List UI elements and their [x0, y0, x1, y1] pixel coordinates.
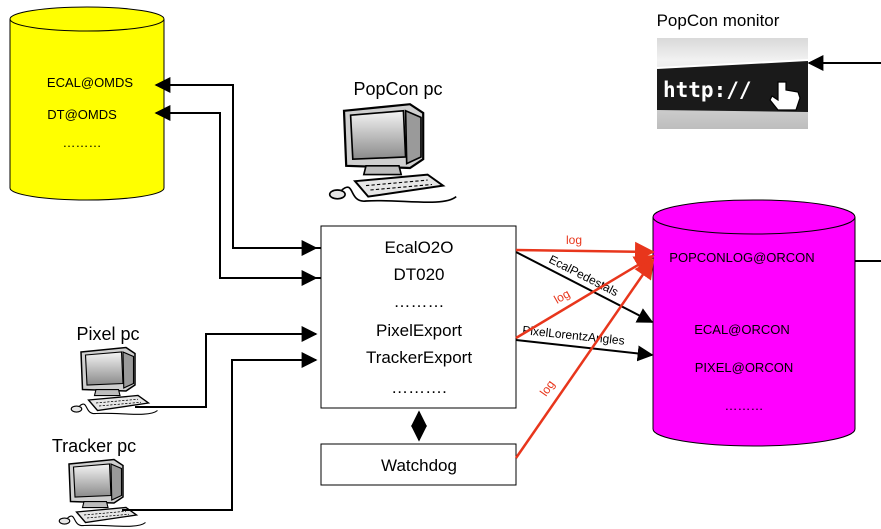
ecal-omds-arrow: [154, 77, 321, 249]
job-tracker-export: TrackerExport: [366, 348, 472, 367]
orcon-item-more: ………: [725, 398, 764, 413]
pixel-lorentz-arrow: [515, 339, 654, 362]
dt-omds-arrow: [154, 105, 321, 279]
orcon-database: POPCONLOG@ORCON ECAL@ORCON PIXEL@ORCON ……: [652, 199, 856, 447]
log-label-top: log: [566, 233, 582, 247]
pixel-pc-label: Pixel pc: [76, 324, 139, 344]
omds-item-ecal: ECAL@OMDS: [47, 75, 133, 90]
tracker-pc-arrow: [122, 352, 318, 511]
log-arrows: [514, 241, 655, 459]
connector-arrows: [122, 77, 321, 511]
tracker-pc-icon: [58, 458, 147, 528]
job-pixel-export: PixelExport: [376, 321, 462, 340]
orcon-item-popconlog: POPCONLOG@ORCON: [669, 250, 814, 265]
log-arrow-bottom: [514, 258, 655, 459]
url-text: http://: [663, 78, 752, 102]
o2o-job-list: EcalO2O DT020 ……… PixelExport TrackerExp…: [366, 238, 472, 397]
omds-item-dt: DT@OMDS: [47, 107, 117, 122]
tracker-pc-label: Tracker pc: [52, 436, 136, 456]
watchdog-box: [320, 443, 517, 486]
pixel-pc-icon: [70, 346, 159, 416]
ecal-pedestals-arrow: [515, 251, 654, 323]
orcon-item-ecal: ECAL@ORCON: [694, 322, 790, 337]
pixel-lorentz-label: PixelLorentzAngles: [522, 323, 626, 348]
job-ecal-o2o: EcalO2O: [385, 238, 454, 257]
omds-database: ECAL@OMDS DT@OMDS ………: [9, 6, 165, 201]
browser-url-icon: http://: [656, 38, 809, 129]
log-arrow-mid: [515, 254, 655, 340]
popcon-pc-label: PopCon pc: [353, 79, 442, 99]
popcon-pc-icon: [328, 103, 458, 204]
job-dt-o2o: DT020: [393, 265, 444, 284]
log-arrow-top: [515, 241, 655, 262]
popcon-monitor-label: PopCon monitor: [657, 11, 780, 30]
pixel-pc-arrow: [135, 326, 318, 408]
o2o-jobs-box: [320, 225, 517, 409]
log-label-mid: log: [552, 286, 573, 306]
omds-item-more: ………: [63, 135, 102, 150]
job-more-2: ……….: [391, 378, 447, 397]
orcon-item-pixel: PIXEL@ORCON: [695, 360, 793, 375]
watchdog-label: Watchdog: [381, 456, 457, 475]
job-more-1: ………: [394, 292, 445, 311]
log-label-bottom: log: [537, 378, 558, 399]
